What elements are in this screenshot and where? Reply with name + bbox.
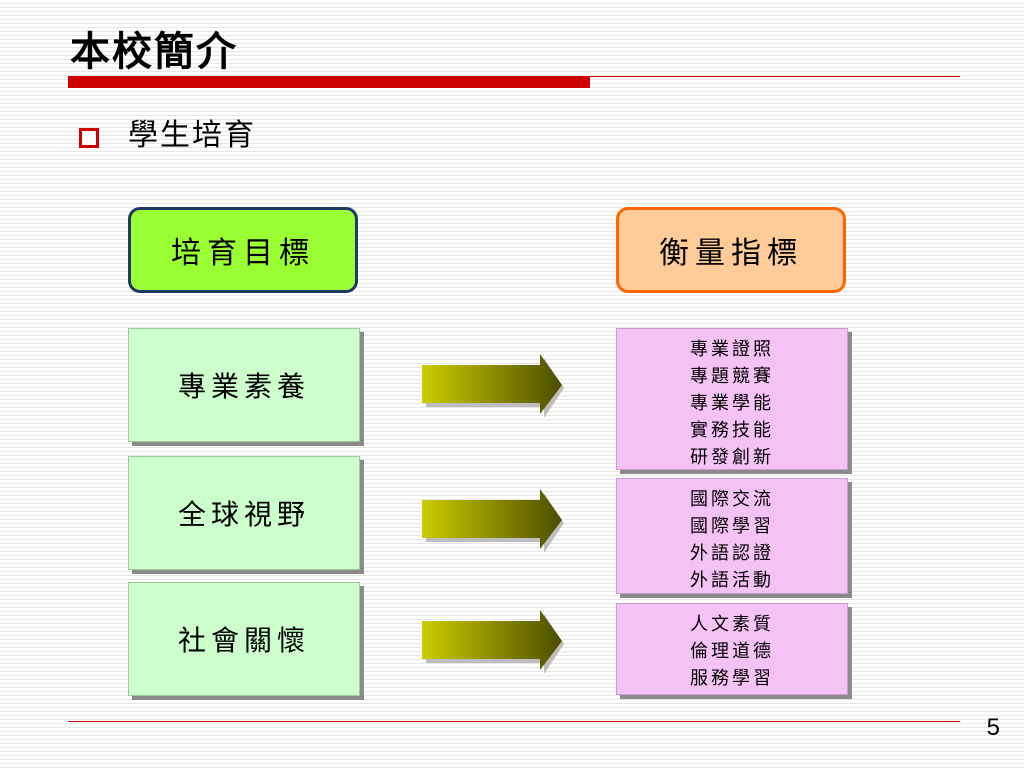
goal-card-global: 全球視野 [128, 456, 360, 570]
measures-header: 衡量指標 [616, 207, 846, 293]
title-underline-line [590, 76, 960, 77]
right-arrow-icon [422, 489, 564, 553]
goal-card-professional: 專業素養 [128, 328, 360, 442]
measure-item: 專題競賽 [690, 366, 774, 387]
measure-item: 外語活動 [690, 570, 774, 591]
measure-card-social: 人文素質 倫理道德 服務學習 [616, 603, 848, 695]
measure-item: 人文素質 [690, 614, 774, 635]
title-underline-bar [68, 76, 590, 88]
measure-item: 研發創新 [690, 447, 774, 468]
bullet-heading: 學生培育 [128, 118, 256, 153]
measure-item: 實務技能 [690, 420, 774, 441]
square-bullet-icon [79, 128, 99, 148]
measure-card-professional: 專業證照 專題競賽 專業學能 實務技能 研發創新 [616, 328, 848, 470]
measure-item: 專業學能 [690, 393, 774, 414]
measure-item: 國際交流 [690, 489, 774, 510]
measure-card-global: 國際交流 國際學習 外語認證 外語活動 [616, 478, 848, 594]
measure-item: 服務學習 [690, 668, 774, 689]
measure-item: 倫理道德 [690, 641, 774, 662]
right-arrow-icon [422, 610, 564, 674]
measure-item: 國際學習 [690, 516, 774, 537]
goal-card-social: 社會關懷 [128, 582, 360, 696]
goals-header: 培育目標 [128, 207, 358, 293]
right-arrow-icon [422, 354, 564, 418]
measure-item: 專業證照 [690, 339, 774, 360]
page-number: 5 [986, 714, 1000, 741]
footer-divider [68, 721, 960, 722]
slide-title: 本校簡介 [70, 28, 238, 75]
measure-item: 外語認證 [690, 543, 774, 564]
